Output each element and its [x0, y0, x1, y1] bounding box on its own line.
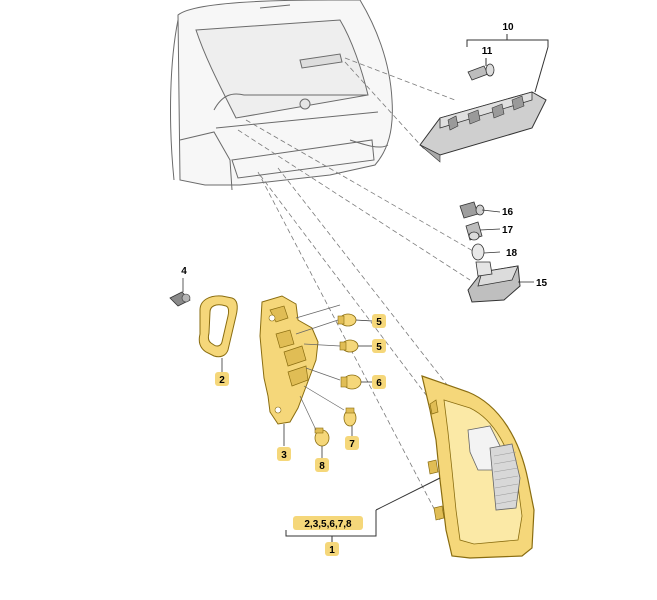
leaders-15-18	[479, 209, 534, 283]
bulbs-highlighted	[314, 313, 362, 447]
bulb-17-icon	[465, 221, 483, 241]
callout-8-text: 8	[319, 461, 325, 472]
callout-8: 8	[315, 458, 329, 472]
bulb-carrier-3	[259, 295, 319, 425]
callout-16: 16	[502, 207, 514, 218]
socket-4-icon	[169, 291, 191, 307]
callout-6: 6	[372, 375, 386, 389]
callout-2-text: 2	[219, 375, 225, 386]
bulb-8-icon	[314, 427, 330, 447]
callout-5b: 5	[372, 339, 386, 353]
callout-7-text: 7	[349, 439, 355, 450]
callout-1-text: 1	[329, 545, 335, 556]
callout-5a: 5	[372, 314, 386, 328]
bulb-5b-icon	[339, 339, 359, 353]
callout-11: 11	[482, 46, 493, 57]
callout-15: 15	[536, 278, 548, 289]
callout-1: 1	[325, 542, 339, 556]
leaders-bulbs	[321, 319, 373, 458]
callout-1-group: 2,3,5,6,7,8	[293, 516, 363, 530]
callout-18: 18	[506, 248, 518, 259]
callout-17: 17	[502, 225, 514, 236]
bulb-5a-icon	[337, 313, 357, 327]
callout-7: 7	[345, 436, 359, 450]
callout-10: 10	[502, 22, 514, 33]
callout-5a-text: 5	[376, 317, 382, 328]
callout-4: 4	[181, 266, 187, 277]
gasket-2	[198, 295, 238, 358]
callout-3: 3	[277, 447, 291, 461]
tail-light-housing-1	[421, 375, 535, 559]
bulb-connect-lines	[295, 304, 345, 431]
callout-1-group-text: 2,3,5,6,7,8	[304, 519, 352, 530]
license-plate-lamp	[467, 261, 521, 303]
bracket-10	[466, 34, 549, 93]
car-rear-outline	[170, 0, 393, 191]
callout-5b-text: 5	[376, 342, 382, 353]
bracket-1	[285, 477, 441, 542]
bulb-6-icon	[340, 374, 362, 390]
callout-3-text: 3	[281, 450, 287, 461]
bulb-11-icon	[467, 63, 495, 81]
lens-18-icon	[471, 243, 485, 261]
callout-6-text: 6	[376, 378, 382, 389]
callout-2: 2	[215, 372, 229, 386]
third-brake-light-assembly	[419, 91, 547, 163]
socket-16-icon	[459, 201, 485, 219]
bulb-7-icon	[343, 407, 357, 427]
